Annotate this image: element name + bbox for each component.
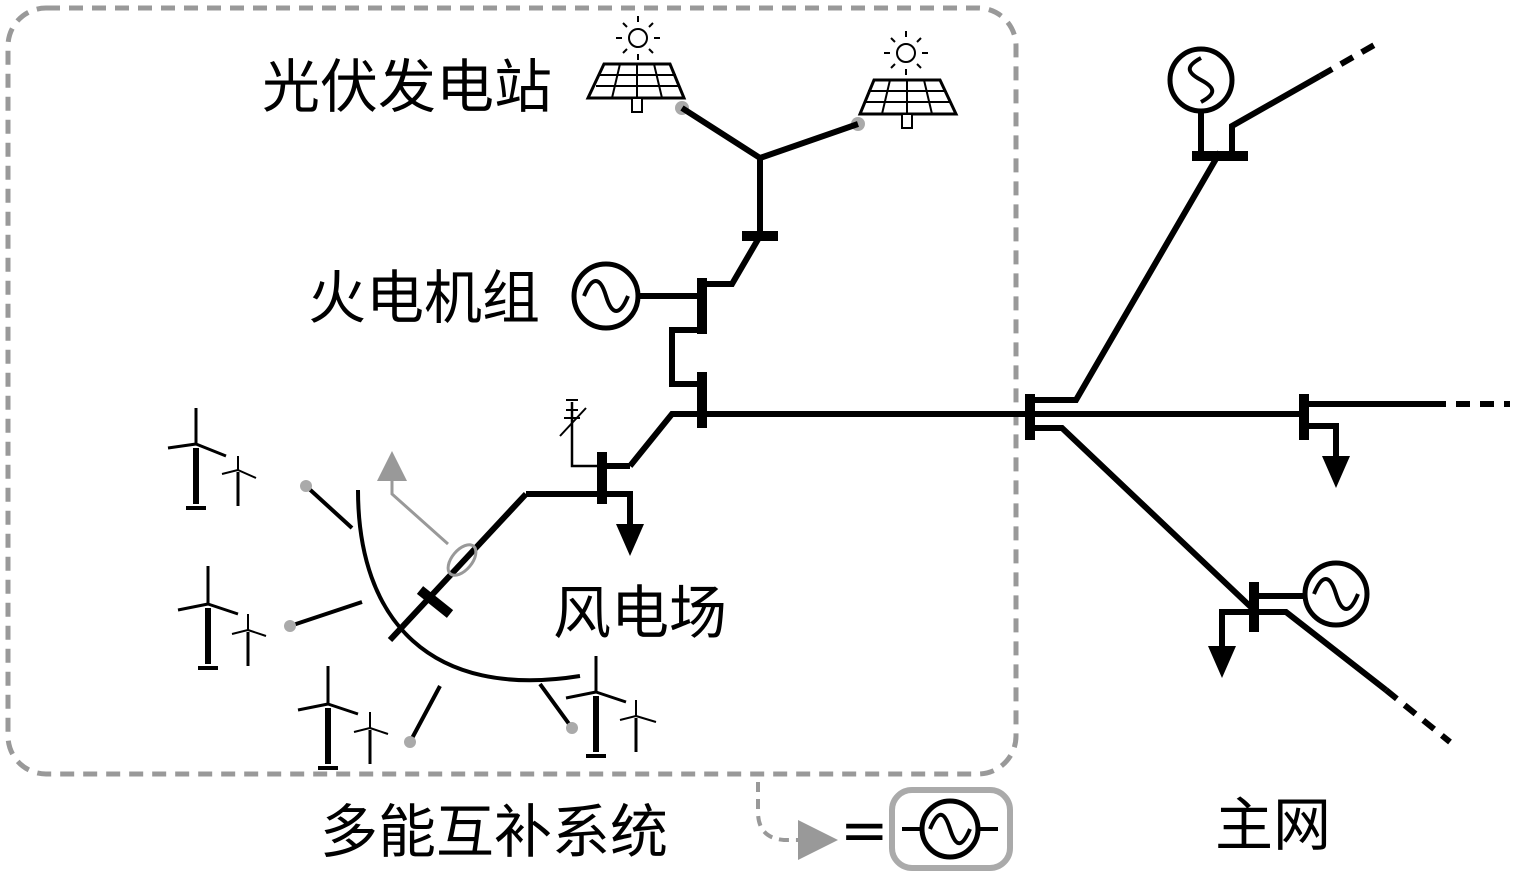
load-arrow-icon bbox=[602, 491, 644, 556]
main-grid-label: 主网 bbox=[1215, 791, 1331, 859]
hybrid-system-boundary bbox=[5, 5, 1019, 777]
generator-icon bbox=[571, 261, 641, 331]
transformer-icon bbox=[559, 399, 600, 468]
thermal-unit-label: 火电机组 bbox=[308, 264, 540, 332]
equals-sign: = bbox=[840, 796, 889, 864]
wind-turbine-icon bbox=[565, 656, 657, 758]
pv-station-label: 光伏发电站 bbox=[262, 53, 552, 121]
wind-turbine-icon bbox=[167, 408, 257, 510]
wind-turbine-icon bbox=[297, 666, 389, 770]
generator-icon bbox=[1167, 46, 1235, 114]
generator-icon bbox=[1302, 560, 1370, 628]
load-arrow-icon bbox=[1208, 609, 1254, 678]
sun-icon bbox=[616, 16, 660, 60]
wind-farm-label: 风电场 bbox=[553, 579, 727, 647]
solar-panel-icon bbox=[857, 31, 959, 129]
generator-icon bbox=[902, 798, 998, 860]
load-arrow-icon bbox=[1304, 423, 1350, 488]
wind-turbine-icon bbox=[177, 566, 267, 670]
hybrid-system-label: 多能互补系统 bbox=[320, 798, 668, 866]
sun-icon bbox=[884, 31, 928, 75]
solar-panel-icon bbox=[585, 16, 687, 113]
